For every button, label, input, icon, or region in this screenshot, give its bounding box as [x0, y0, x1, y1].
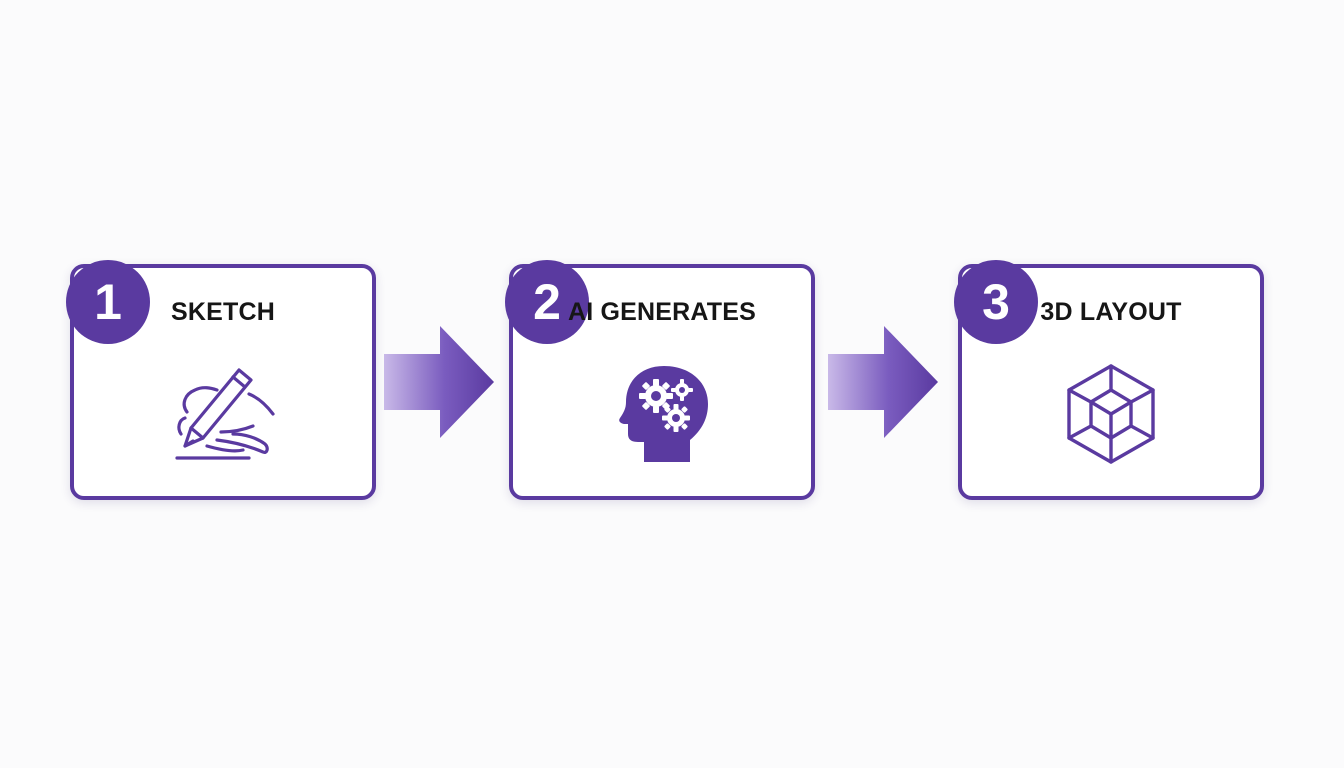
step-title: SKETCH [171, 298, 275, 326]
step-number-badge: 1 [66, 260, 150, 344]
step-title: 3D LAYOUT [1040, 298, 1182, 326]
hand-drawing-pencil-icon [163, 360, 283, 471]
flow-arrow [828, 326, 940, 443]
head-gears-icon [612, 360, 712, 471]
step-card-sketch: 1 SKETCH [66, 260, 376, 500]
step-number-badge: 3 [954, 260, 1038, 344]
step-title: AI GENERATES [567, 298, 757, 326]
step-card-3d-layout: 3 3D LAYOUT [954, 260, 1264, 500]
step-card-ai-generates: 2 AI GENERATES [505, 260, 815, 500]
step-number-badge: 2 [505, 260, 589, 344]
wireframe-cube-icon [1061, 360, 1161, 471]
flow-arrow [384, 326, 496, 443]
